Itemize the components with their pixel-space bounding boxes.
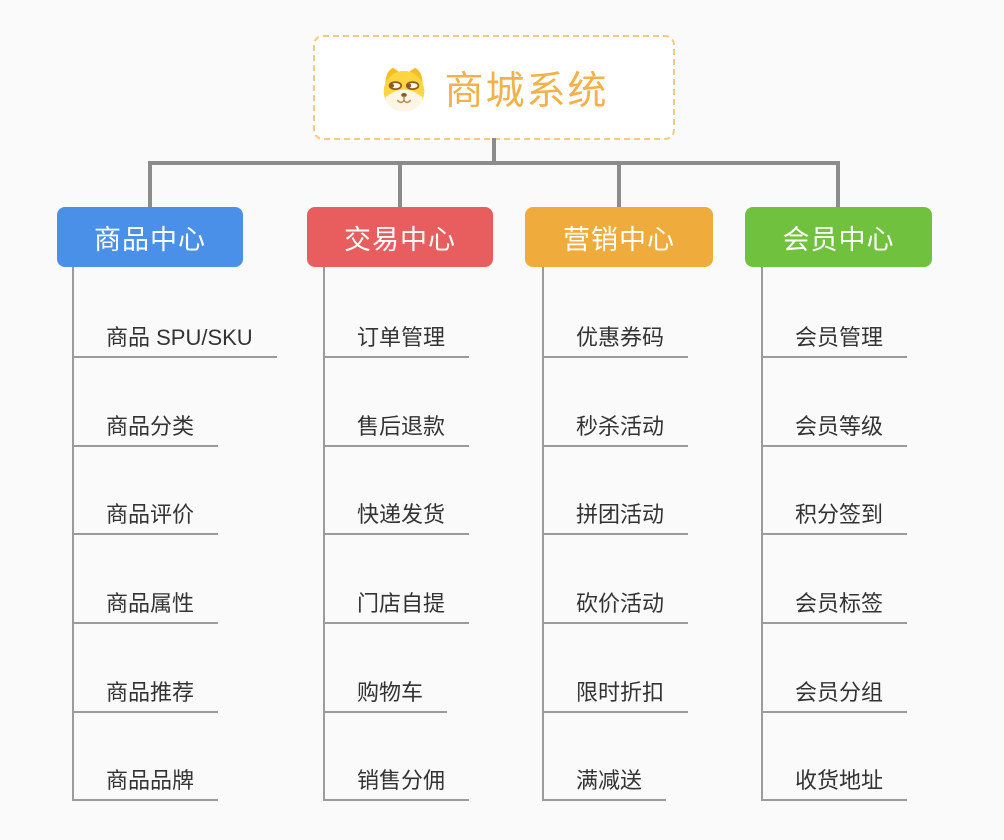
- leaf-item-group-buy[interactable]: 拼团活动: [542, 502, 689, 535]
- branch-node-marketing-center[interactable]: 营销中心: [525, 207, 713, 267]
- leaf-item-shopping-cart[interactable]: 购物车: [323, 680, 448, 713]
- root-node-mall-system[interactable]: 商城系统: [313, 35, 675, 140]
- leaf-item-product-spu-sku[interactable]: 商品 SPU/SKU: [72, 325, 277, 358]
- leaf-item-coupon-code[interactable]: 优惠券码: [542, 325, 689, 358]
- leaf-item-member-level[interactable]: 会员等级: [761, 414, 908, 447]
- leaf-item-flash-sale[interactable]: 秒杀活动: [542, 414, 689, 447]
- leaf-item-limited-time-discount[interactable]: 限时折扣: [542, 680, 689, 713]
- leaf-item-product-recommend[interactable]: 商品推荐: [72, 680, 219, 713]
- leaf-item-after-sale-refund[interactable]: 售后退款: [323, 414, 470, 447]
- branch-label: 交易中心: [344, 224, 456, 255]
- branch-node-trade-center[interactable]: 交易中心: [307, 207, 493, 267]
- leaf-item-member-group[interactable]: 会员分组: [761, 680, 908, 713]
- branch-label: 会员中心: [782, 224, 895, 255]
- leaf-item-member-tag[interactable]: 会员标签: [761, 591, 908, 624]
- branch-label: 营销中心: [563, 224, 675, 255]
- connector-drop-member: [836, 161, 840, 207]
- leaf-item-order-management[interactable]: 订单管理: [323, 325, 470, 358]
- connector-root-stub: [492, 138, 496, 165]
- leaf-item-product-category[interactable]: 商品分类: [72, 414, 219, 447]
- leaf-item-member-management[interactable]: 会员管理: [761, 325, 908, 358]
- leaf-item-express-delivery[interactable]: 快递发货: [323, 502, 470, 535]
- leaf-item-points-checkin[interactable]: 积分签到: [761, 502, 908, 535]
- leaf-item-sales-commission[interactable]: 销售分佣: [323, 768, 470, 801]
- branch-node-member-center[interactable]: 会员中心: [745, 207, 932, 267]
- leaf-item-store-pickup[interactable]: 门店自提: [323, 591, 470, 624]
- branch-label: 商品中心: [94, 224, 206, 255]
- root-title: 商城系统: [444, 69, 609, 113]
- leaf-item-shipping-address[interactable]: 收货地址: [761, 768, 908, 801]
- connector-horizontal-bus: [148, 161, 840, 165]
- leaf-item-product-attribute[interactable]: 商品属性: [72, 591, 219, 624]
- connector-drop-trade: [398, 161, 402, 207]
- leaf-item-product-brand[interactable]: 商品品牌: [72, 768, 219, 801]
- leaf-item-bargain-activity[interactable]: 砍价活动: [542, 591, 689, 624]
- leaf-item-product-review[interactable]: 商品评价: [72, 502, 219, 535]
- connector-drop-marketing: [617, 161, 621, 207]
- dog-face-icon: [384, 67, 425, 111]
- branch-node-product-center[interactable]: 商品中心: [57, 207, 243, 267]
- leaf-item-full-reduction[interactable]: 满减送: [542, 768, 667, 801]
- connector-drop-product: [148, 161, 152, 207]
